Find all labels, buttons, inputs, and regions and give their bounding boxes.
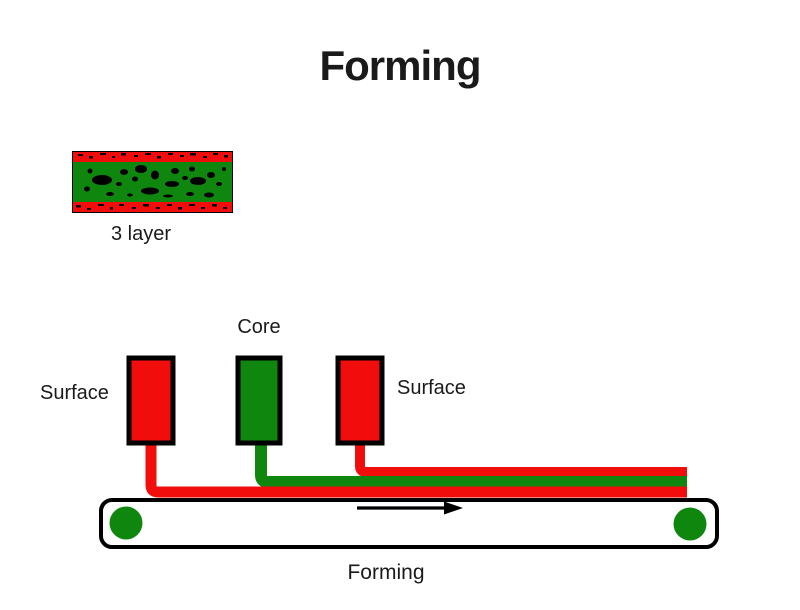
core-stream bbox=[255, 441, 687, 488]
surface-particle-speckles bbox=[76, 153, 228, 210]
core-label: Core bbox=[237, 316, 281, 338]
direction-arrow-icon bbox=[357, 501, 463, 515]
bottom-surface-stream bbox=[145, 441, 687, 498]
surface-left-label: Surface bbox=[40, 382, 109, 404]
three-layer-sample-image bbox=[72, 151, 233, 213]
conveyor-roller-right bbox=[673, 507, 707, 541]
surface-hopper-right bbox=[335, 355, 385, 446]
sample-outline bbox=[72, 151, 233, 213]
sample-caption: 3 layer bbox=[110, 223, 172, 245]
conveyor-roller-left bbox=[109, 506, 143, 540]
surface-right-label: Surface bbox=[397, 377, 466, 399]
sample-bottom-surface-layer bbox=[73, 202, 232, 212]
page-title: Forming bbox=[319, 42, 482, 89]
conveyor-belt bbox=[99, 498, 719, 549]
conveyor-caption: Forming bbox=[347, 561, 425, 584]
core-hopper bbox=[235, 355, 283, 446]
core-particle-speckles bbox=[84, 165, 226, 198]
sample-top-surface-layer bbox=[73, 152, 232, 162]
top-surface-stream bbox=[355, 441, 687, 477]
surface-hopper-left bbox=[126, 355, 176, 446]
